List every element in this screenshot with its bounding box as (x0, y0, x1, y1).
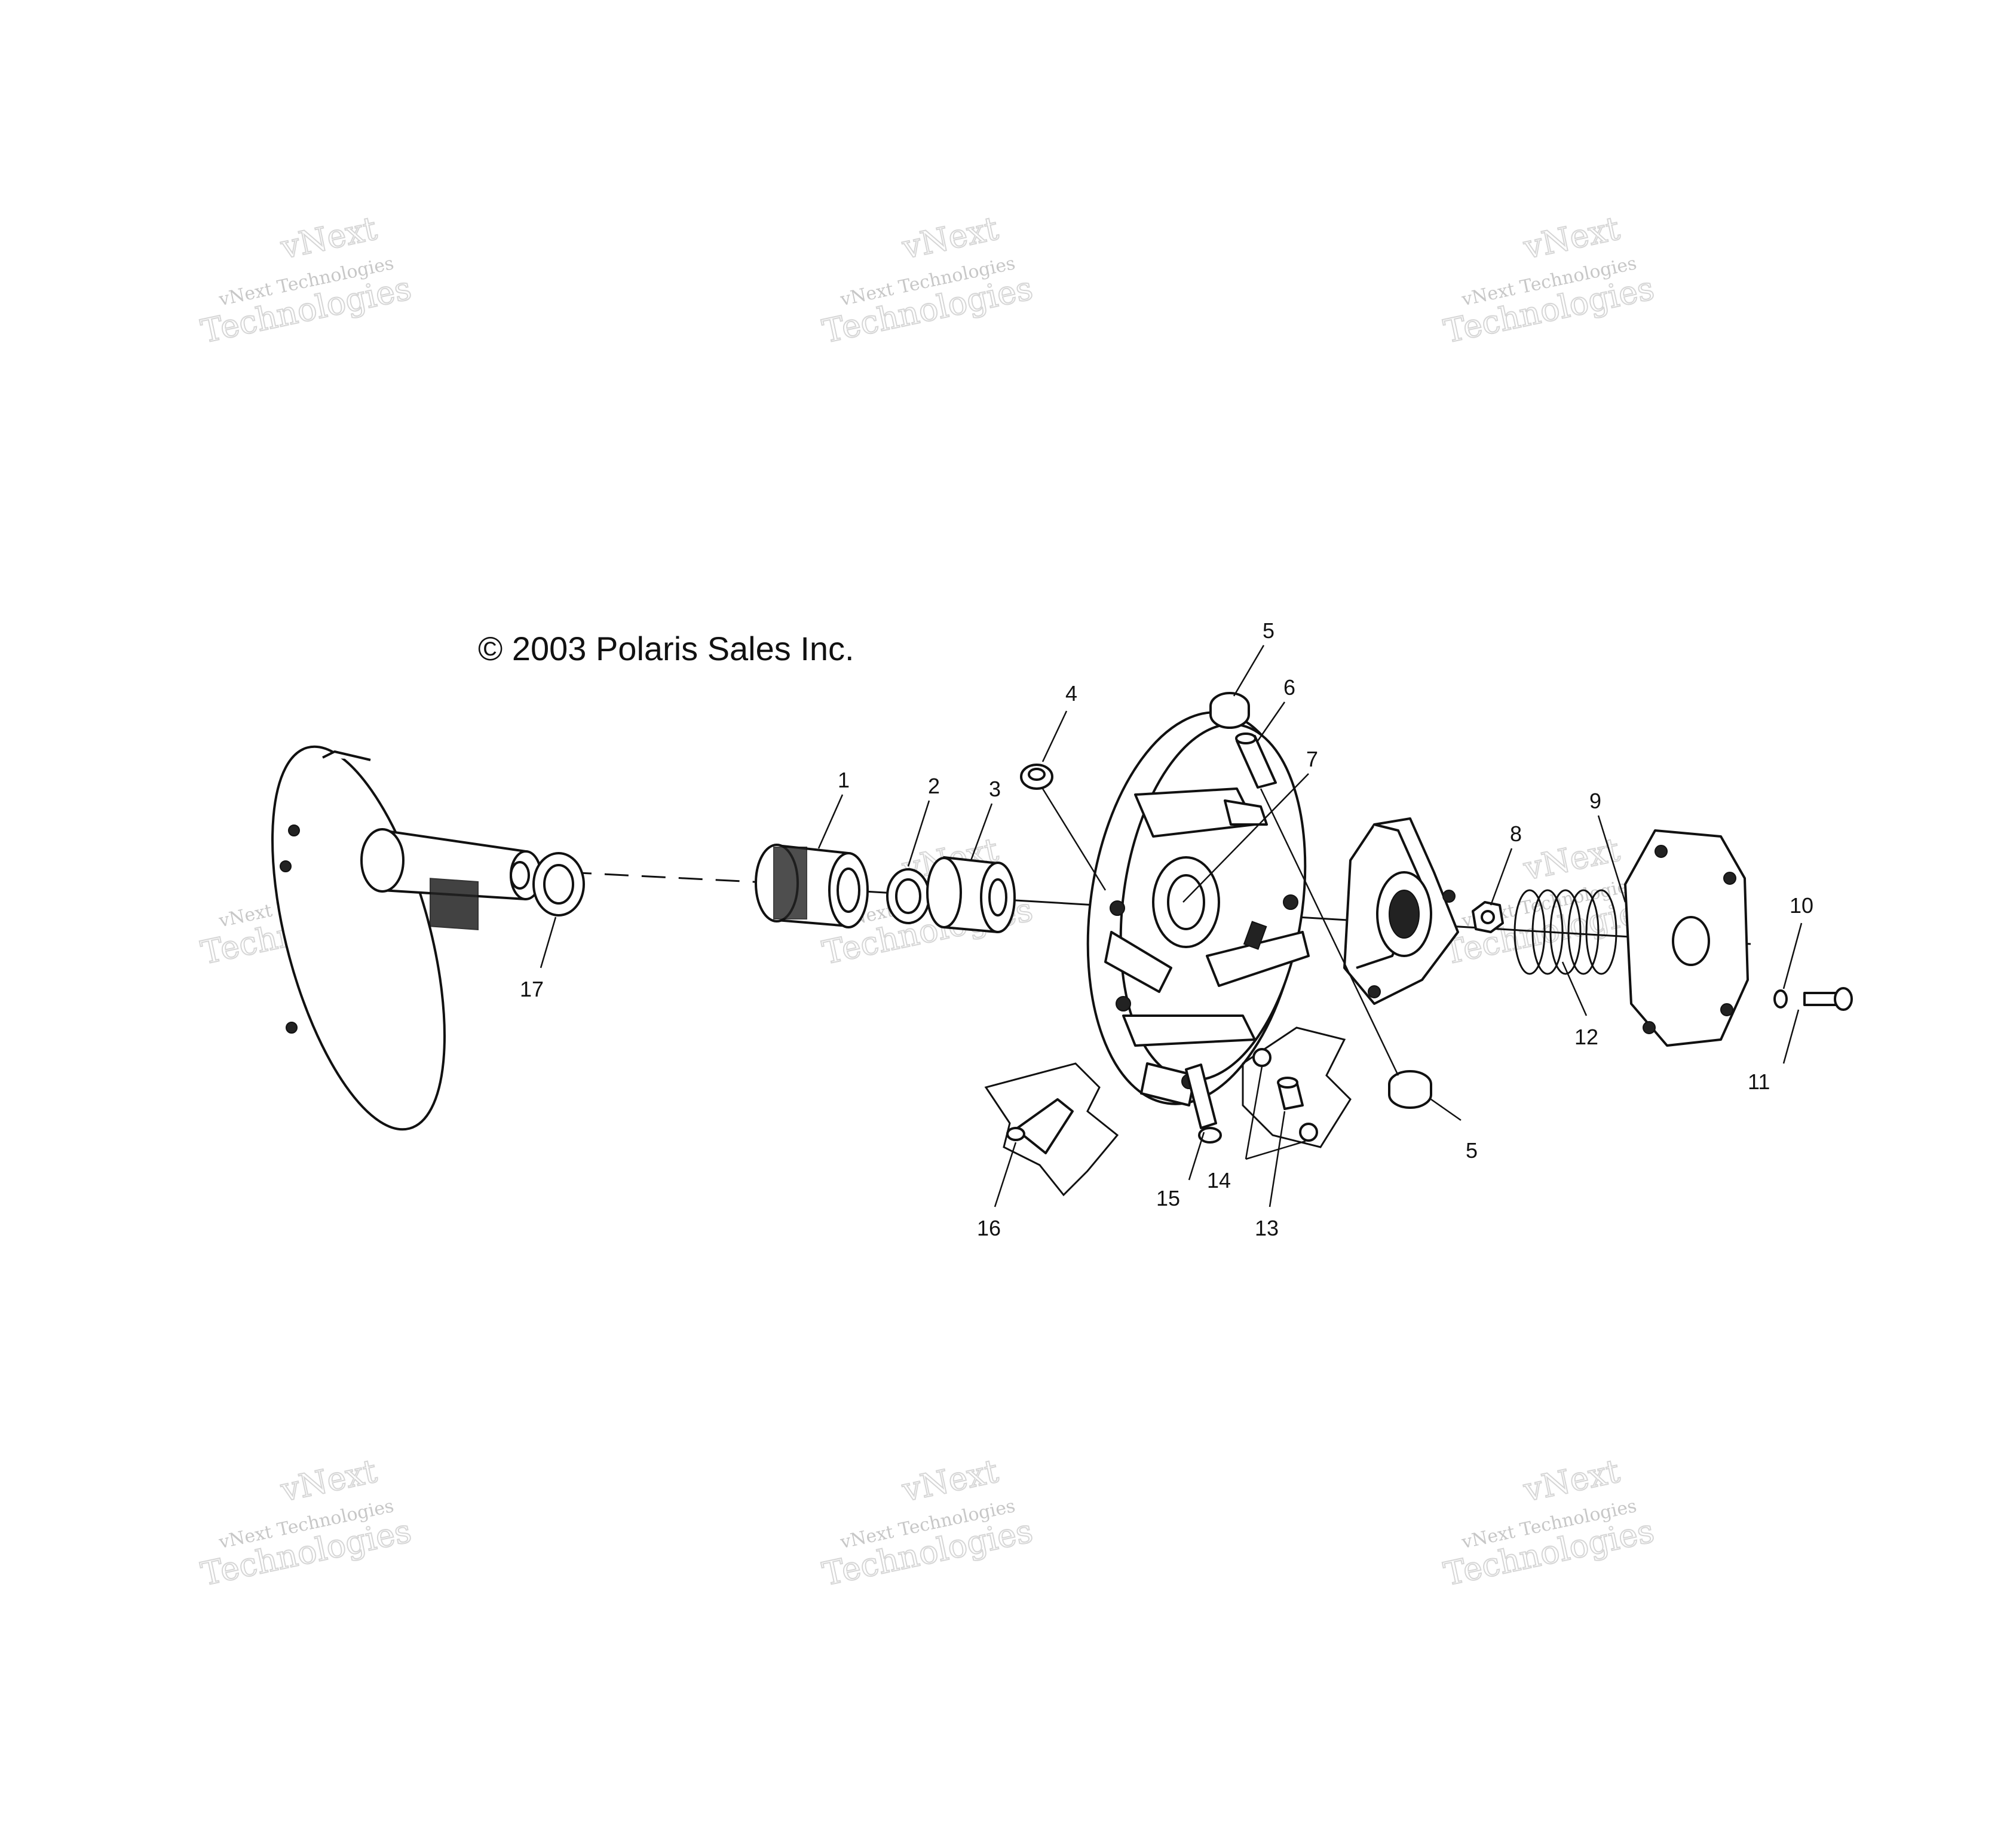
part-8-hex-nut (1472, 901, 1504, 933)
callout-5-bottom: 5 (1466, 1138, 1478, 1163)
watermark-bottom-center: vNext vNext Technologies Technologies (819, 1451, 1037, 1593)
part-10-washer (1773, 989, 1788, 1009)
callout-5-top: 5 (1263, 618, 1274, 643)
part-3-bushing (926, 856, 1016, 933)
callout-4: 4 (1065, 681, 1077, 706)
part-12-spring (1513, 889, 1617, 975)
svg-text:vNext: vNext (1520, 209, 1623, 266)
spider-assembly (1343, 817, 1459, 1005)
svg-text:vNext: vNext (899, 1452, 1002, 1509)
watermark-top-center: vNext vNext Technologies Technologies (819, 209, 1037, 351)
callout-10: 10 (1790, 893, 1813, 918)
callout-14: 14 (1207, 1168, 1231, 1193)
part-5-top-button (1209, 692, 1250, 729)
callout-6: 6 (1283, 675, 1295, 700)
callout-1: 1 (838, 768, 850, 792)
watermark-top-right: vNext vNext Technologies Technologies (1440, 209, 1658, 351)
svg-text:vNext: vNext (1520, 1452, 1623, 1509)
svg-text:vNext: vNext (899, 209, 1002, 266)
part-17-washer (532, 852, 585, 917)
svg-text:vNext: vNext (1520, 830, 1623, 888)
callout-3: 3 (989, 777, 1001, 801)
callout-13: 13 (1255, 1216, 1279, 1240)
callout-15: 15 (1156, 1186, 1180, 1210)
callout-8: 8 (1510, 822, 1522, 846)
svg-text:vNext: vNext (277, 209, 381, 266)
callout-11: 11 (1748, 1069, 1770, 1094)
watermark-top-left: vNext vNext Technologies Technologies (197, 209, 415, 351)
svg-text:vNext: vNext (277, 1452, 381, 1509)
part-1-spline-bushing (755, 844, 869, 928)
fixed-sheave-with-shaft (271, 745, 542, 1131)
part-6-roller-pin (1235, 732, 1277, 789)
watermark-bottom-left: vNext vNext Technologies Technologies (197, 1451, 415, 1593)
detail-box-right (1242, 1026, 1352, 1148)
part-5-bottom-button (1388, 1070, 1432, 1109)
part-4-nut (1020, 764, 1053, 790)
copyright-text: © 2003 Polaris Sales Inc. (478, 630, 854, 667)
callout-7: 7 (1306, 747, 1318, 771)
part-2-washer (886, 868, 930, 924)
callout-9: 9 (1589, 789, 1601, 813)
part-9-spring-cover (1624, 829, 1749, 1047)
callout-12: 12 (1574, 1025, 1598, 1049)
watermark-middle-right: vNext vNext Technologies Technologies (1440, 830, 1658, 972)
leader-lines (540, 645, 1803, 1207)
detail-box-left (984, 1062, 1119, 1197)
part-11-screw (1803, 987, 1853, 1011)
callout-2: 2 (928, 774, 940, 798)
callout-17: 17 (520, 977, 544, 1001)
watermark-bottom-right: vNext vNext Technologies Technologies (1440, 1451, 1658, 1593)
part-15-screw (1185, 1063, 1222, 1144)
assembly-axis-dashed (567, 871, 777, 884)
callout-16: 16 (977, 1216, 1001, 1240)
movable-sheave (1086, 711, 1310, 1106)
